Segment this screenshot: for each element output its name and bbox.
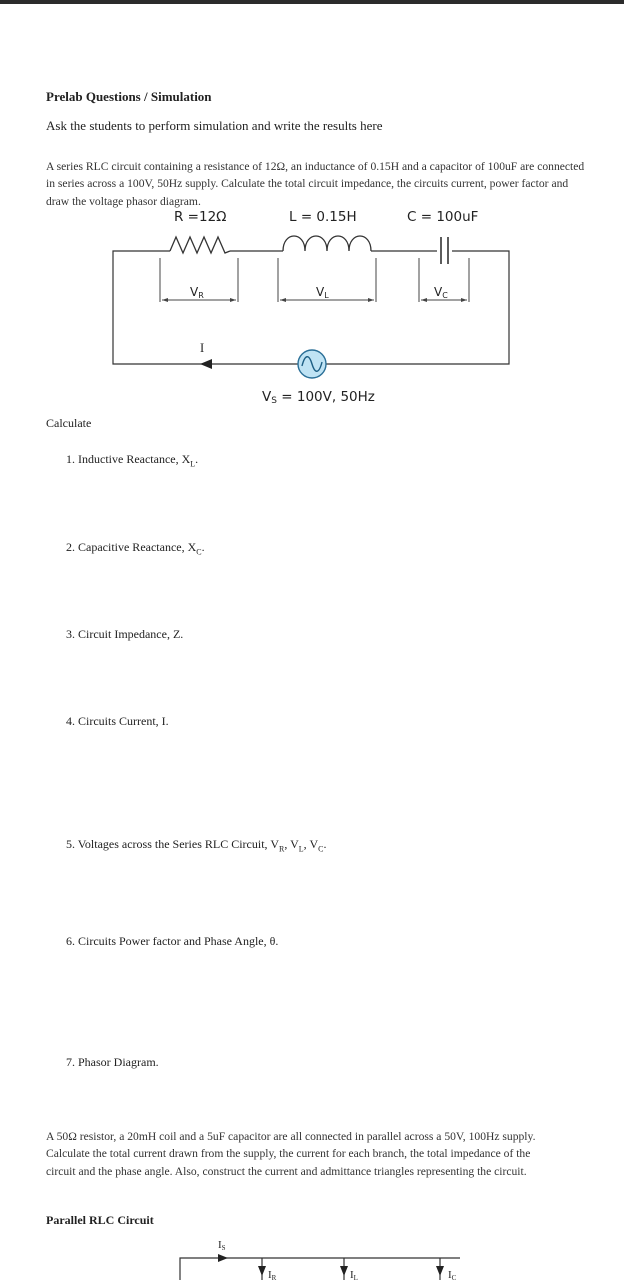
- question-power-factor: 6. Circuits Power factor and Phase Angle…: [66, 934, 279, 948]
- il-arrow-icon: [340, 1266, 348, 1276]
- parallel-circuit-wires: [179, 1257, 460, 1280]
- vl-label: VL: [316, 285, 329, 300]
- capacitor-label: C = 100uF: [407, 209, 478, 225]
- top-border: [0, 0, 624, 4]
- vc-label: VC: [434, 285, 448, 300]
- ic-arrow-icon: [436, 1266, 444, 1276]
- parallel-heading: Parallel RLC Circuit: [46, 1213, 154, 1227]
- series-rlc-circuit-diagram: R =12Ω L = 0.15H C = 100uF VR VL VC I VS…: [112, 209, 510, 406]
- question-voltages: 5. Voltages across the Series RLC Circui…: [66, 837, 327, 854]
- series-problem-text: A series RLC circuit containing a resist…: [46, 159, 585, 208]
- is-label: IS: [218, 1239, 226, 1252]
- question-capacitive-reactance: 2. Capacitive Reactance, XC.: [66, 540, 205, 557]
- inductor-symbol: [282, 235, 372, 252]
- calculate-label: Calculate: [46, 416, 92, 430]
- ir-label: IR: [268, 1269, 277, 1280]
- current-label: I: [200, 341, 204, 355]
- resistor-label: R =12Ω: [174, 209, 226, 225]
- question-impedance: 3. Circuit Impedance, Z.: [66, 627, 184, 641]
- question-phasor-diagram: 7. Phasor Diagram.: [66, 1055, 159, 1069]
- il-label: IL: [350, 1269, 358, 1280]
- voltage-arrowheads: [162, 298, 467, 302]
- resistor-symbol: [169, 235, 231, 255]
- current-arrow-icon: [200, 359, 212, 369]
- voltage-brackets: [159, 258, 470, 302]
- source-label: VS = 100V, 50Hz: [262, 389, 375, 406]
- supply-current-arrow-icon: [218, 1254, 228, 1262]
- capacitor-symbol: [440, 237, 449, 264]
- ic-label: IC: [448, 1269, 457, 1280]
- parallel-problem-text: A 50Ω resistor, a 20mH coil and a 5uF ca…: [46, 1129, 536, 1178]
- ir-arrow-icon: [258, 1266, 266, 1276]
- section-heading: Prelab Questions / Simulation: [46, 89, 212, 104]
- vr-label: VR: [190, 285, 204, 300]
- question-inductive-reactance: 1. Inductive Reactance, XL.: [66, 452, 199, 469]
- sine-wave-icon: [301, 356, 323, 372]
- instruction-text: Ask the students to perform simulation a…: [46, 118, 383, 133]
- inductor-label: L = 0.15H: [289, 209, 357, 225]
- question-current: 4. Circuits Current, I.: [66, 714, 169, 728]
